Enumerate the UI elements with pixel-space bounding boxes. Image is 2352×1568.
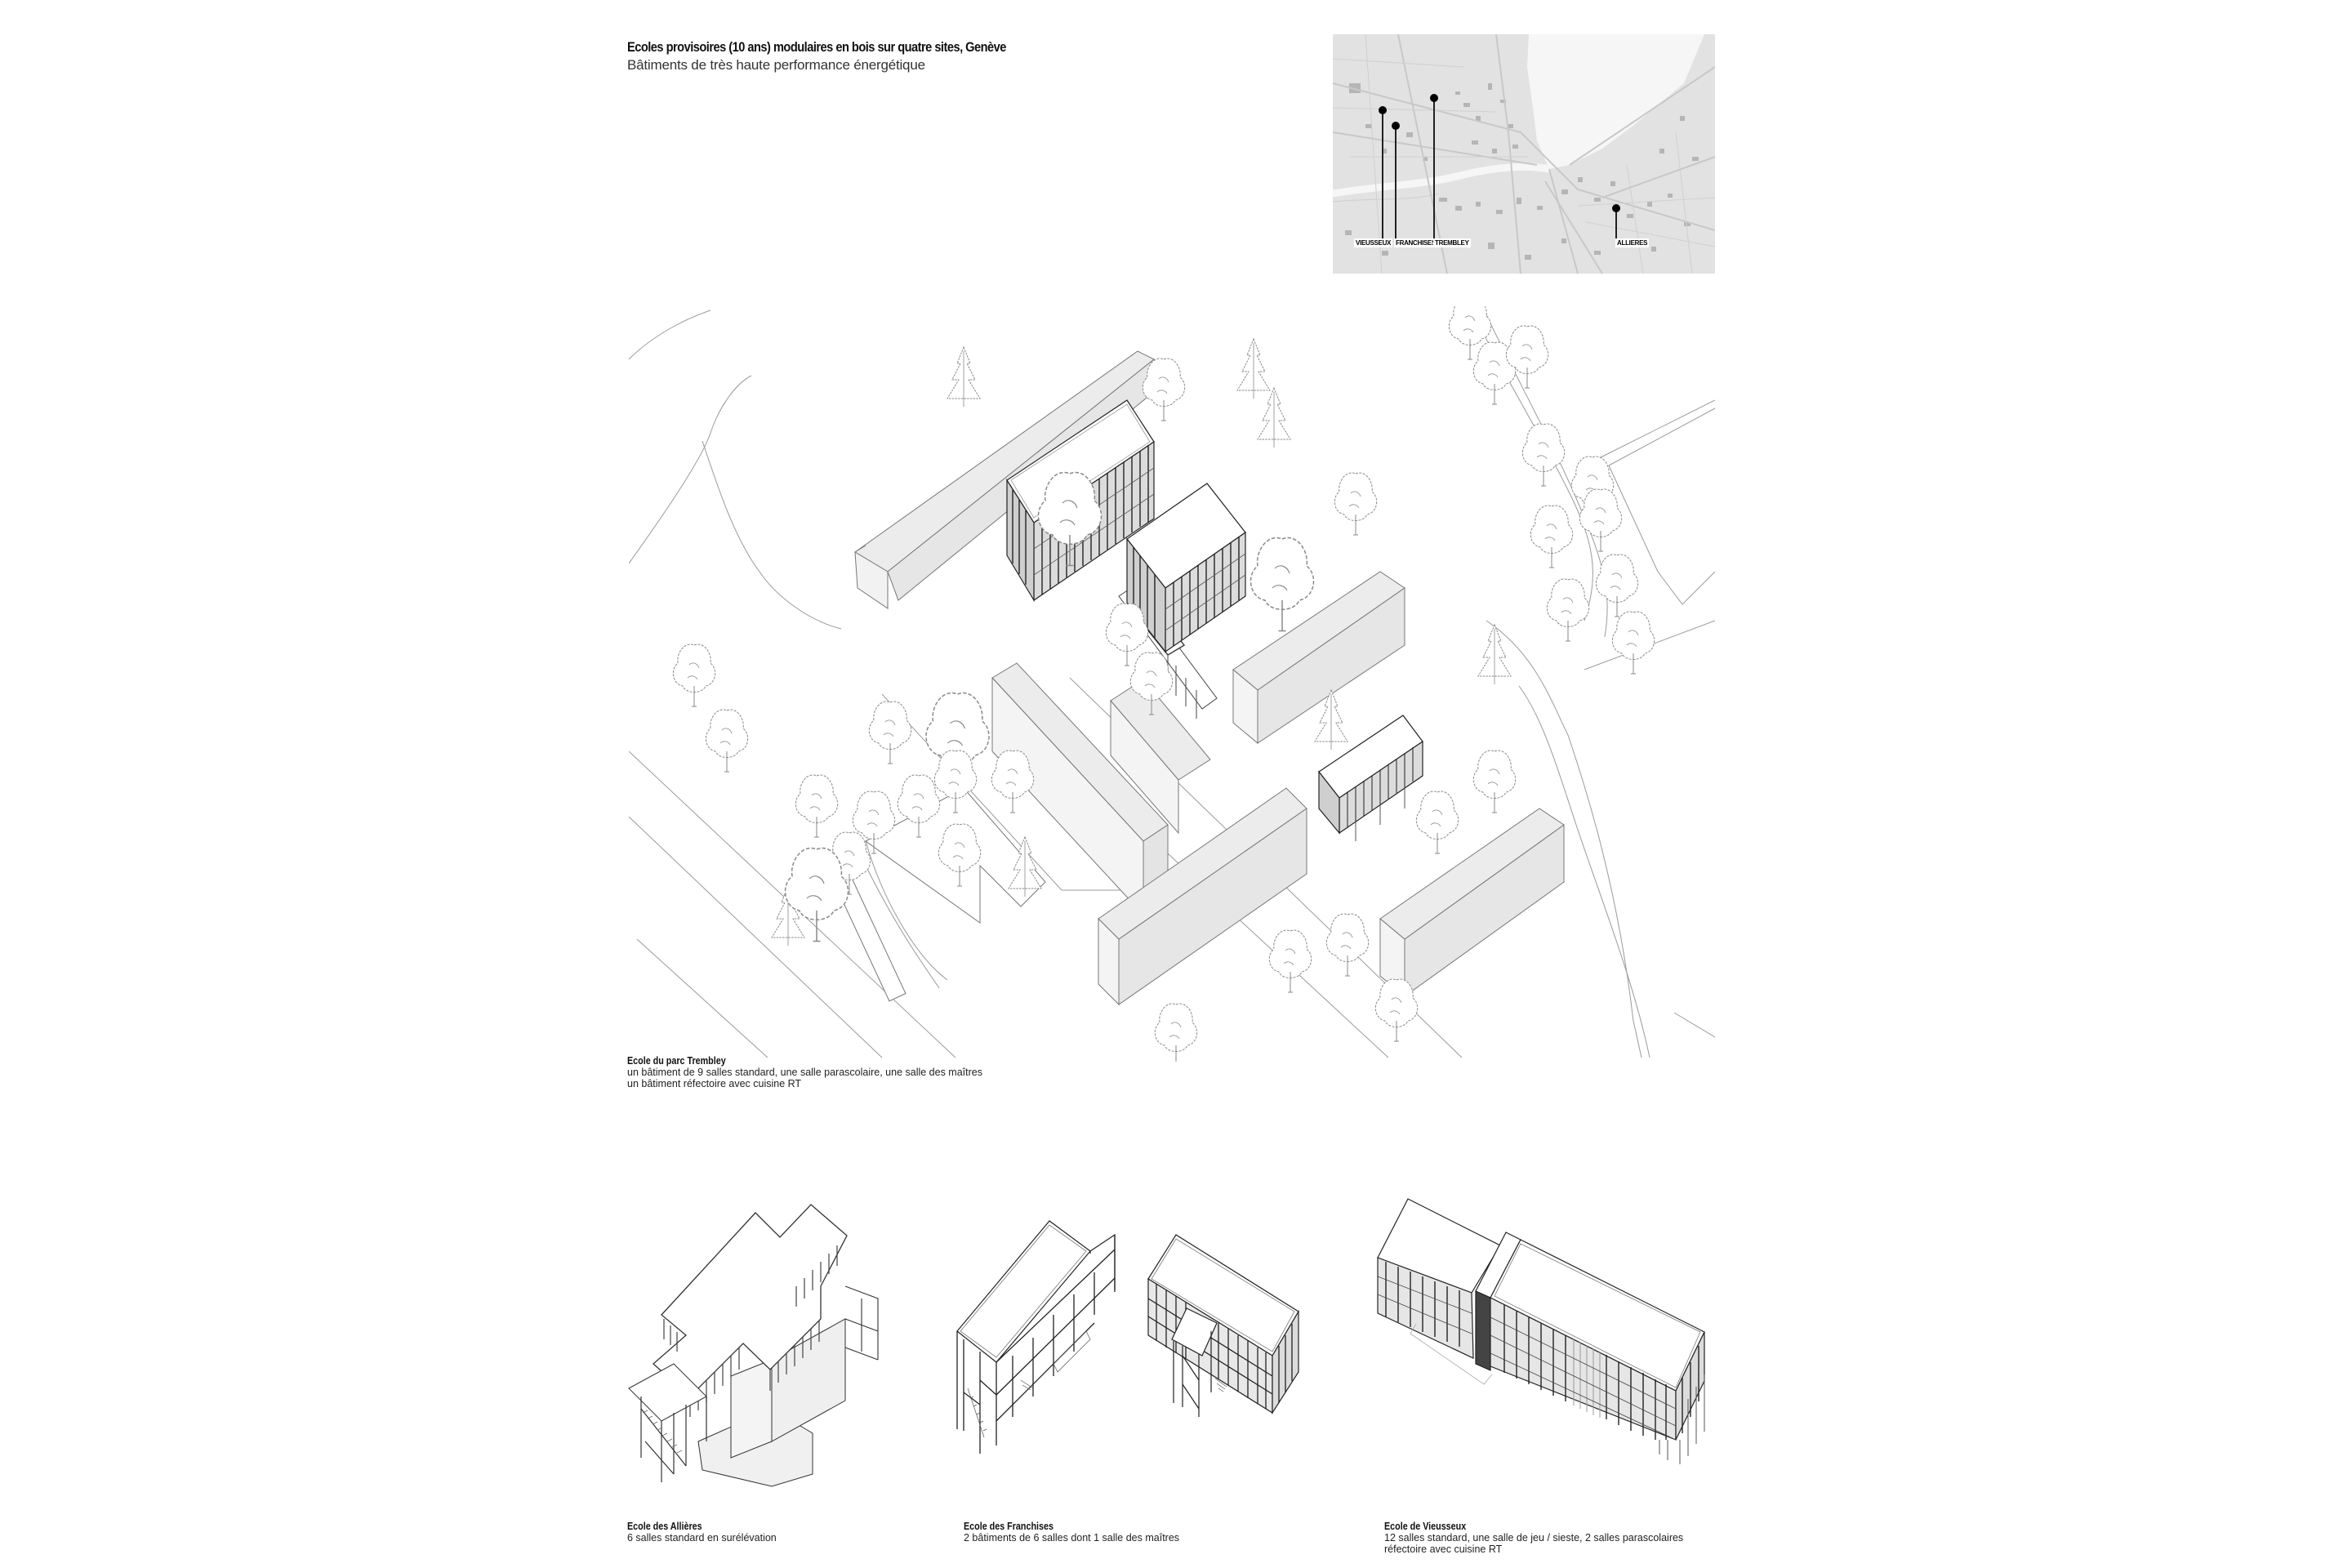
caption-trembley: Ecole du parc Trembley un bâtiment de 9 … — [627, 1055, 982, 1089]
map-marker-franchises — [1392, 122, 1400, 130]
caption-title: Ecole du parc Trembley — [627, 1055, 726, 1067]
caption-line: 2 bâtiments de 6 salles dont 1 salle des… — [964, 1532, 1180, 1544]
axonometric-vieusseux — [1377, 1198, 1705, 1464]
map-label-vieusseux: VIEUSSEUX — [1354, 238, 1393, 247]
caption-title: Ecole de Vieusseux — [1384, 1521, 1467, 1532]
caption-title: Ecole des Franchises — [964, 1521, 1054, 1532]
map-marker-stem — [1615, 212, 1617, 238]
map-marker-stem — [1395, 129, 1396, 238]
caption-line: 6 salles standard en surélévation — [627, 1532, 777, 1544]
caption-title: Ecole des Allières — [627, 1521, 702, 1532]
map-marker-vieusseux — [1379, 106, 1387, 114]
map-marker-trembley — [1430, 94, 1438, 102]
map-marker-allieres — [1612, 204, 1620, 212]
site-axonometric-trembley — [629, 306, 1715, 1062]
axonometric-allieres — [628, 1204, 879, 1487]
map-label-franchises: FRANCHISES — [1394, 238, 1438, 247]
caption-line: 12 salles standard, une salle de jeu / s… — [1384, 1532, 1684, 1544]
caption-vieusseux: Ecole de Vieusseux 12 salles standard, u… — [1384, 1521, 1683, 1555]
map-marker-stem — [1433, 101, 1435, 238]
map-label-trembley: TREMBLEY — [1433, 238, 1471, 247]
map-icon — [1333, 34, 1715, 274]
axonometric-franchises — [956, 1220, 1299, 1454]
map-label-allieres: ALLIERES — [1615, 238, 1650, 247]
page-title: Ecoles provisoires (10 ans) modulaires e… — [627, 39, 1006, 55]
caption-line: un bâtiment réfectoire avec cuisine RT — [627, 1078, 802, 1089]
caption-line: un bâtiment de 9 salles standard, une sa… — [627, 1067, 982, 1078]
page-subtitle: Bâtiments de très haute performance éner… — [627, 57, 925, 73]
map-marker-stem — [1382, 114, 1383, 238]
caption-line: réfectoire avec cuisine RT — [1384, 1544, 1503, 1555]
caption-allieres: Ecole des Allières 6 salles standard en … — [627, 1521, 777, 1544]
caption-franchises: Ecole des Franchises 2 bâtiments de 6 sa… — [964, 1521, 1179, 1544]
location-map: VIEUSSEUX FRANCHISES TREMBLEY ALLIERES — [1333, 34, 1715, 274]
